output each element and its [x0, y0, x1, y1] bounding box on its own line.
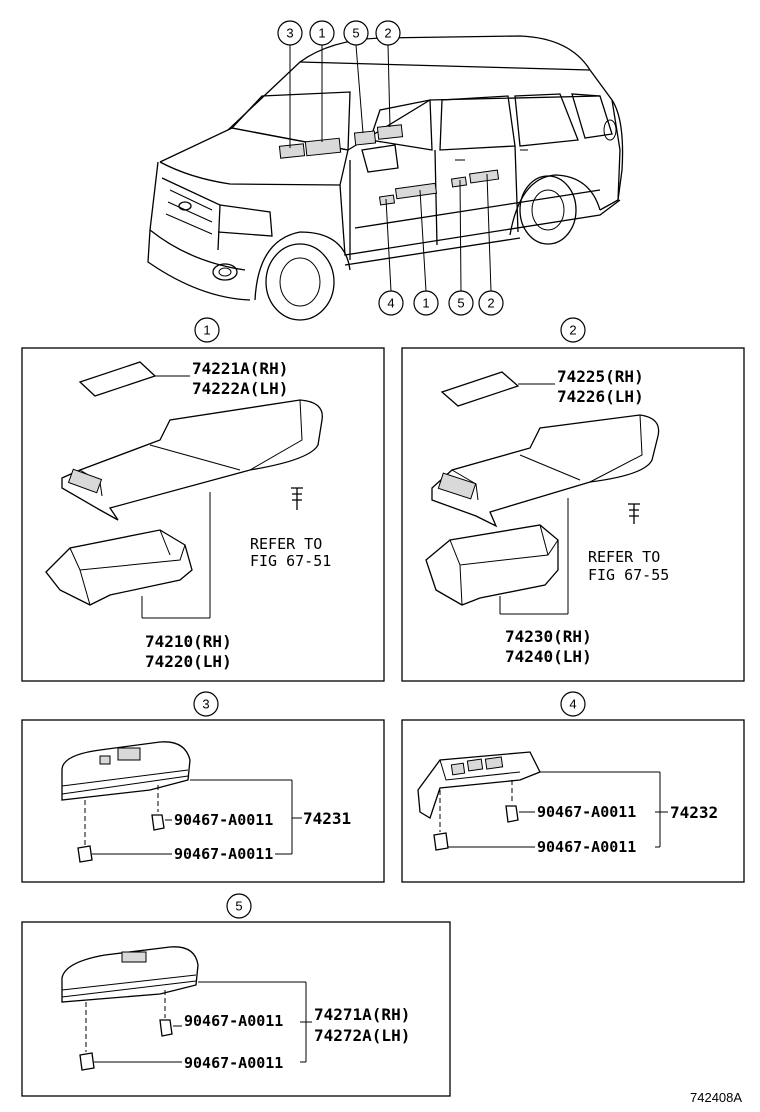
cover-lh-part-number: 74226(LH) [557, 387, 644, 406]
base-rh-part-number: 74230(RH) [505, 627, 592, 646]
base-lh-part-number: 74220(LH) [145, 652, 232, 671]
base-rh-part-number: 74210(RH) [145, 632, 232, 651]
armrest-tray-part [45, 529, 193, 606]
refer-to-label-2: REFER TO [588, 548, 660, 566]
refer-figure-label-2: FIG 67-55 [588, 566, 669, 584]
clip-bottom-part [77, 845, 93, 863]
switch-cover-part [440, 371, 520, 407]
callout-5-bottom-label: 5 [457, 296, 464, 311]
armrest-base-part [61, 399, 323, 521]
assembly-rh-part-number: 74271A(RH) [314, 1005, 410, 1024]
panel-2-callout: 2 [560, 317, 586, 343]
panel-3-callout: 3 [193, 691, 219, 717]
armrest-tray-part [425, 524, 559, 606]
assembly-part-number: 74232 [670, 803, 718, 822]
panel-2-frame [401, 347, 745, 682]
panel-4-callout-label: 4 [569, 697, 576, 712]
callout-2-bottom [478, 290, 504, 316]
callout-2-bottom-label: 2 [487, 296, 494, 311]
callout-3-top-label: 3 [286, 26, 293, 41]
clip-bottom-part-number: 90467-A0011 [537, 838, 636, 856]
cover-lh-part-number: 74222A(LH) [192, 379, 288, 398]
panel-5-callout: 5 [226, 893, 252, 919]
cover-rh-part-number: 74225(RH) [557, 367, 644, 386]
panel-1-callout-label: 1 [203, 323, 210, 338]
vehicle-illustration [147, 35, 624, 321]
panel-5: 5 90467-A0011 90467-A0011 74271A(RH) 742… [21, 893, 451, 1097]
armrest-base-part [431, 414, 660, 528]
panel-2: 2 74225(RH) 74226(LH) REFER TO FIG 67-55… [401, 317, 745, 682]
panel-3-callout-label: 3 [202, 697, 209, 712]
clip-top-part [151, 814, 165, 831]
callout-2-top-label: 2 [384, 26, 391, 41]
callout-1-bottom-label: 1 [422, 296, 429, 311]
callout-3-top [277, 20, 303, 46]
vehicle-switch-parts [278, 124, 500, 206]
callout-4-bottom-label: 4 [387, 296, 394, 311]
assembly-part-number: 74231 [303, 809, 351, 828]
figure-id-label: 742408A [690, 1090, 742, 1105]
panel-5-frame [21, 921, 451, 1097]
clip-top-part-number: 90467-A0011 [537, 803, 636, 821]
callout-5-bottom [448, 290, 474, 316]
refer-figure-label-1: FIG 67-51 [250, 552, 331, 570]
callout-2-top [375, 20, 401, 46]
clip-bottom-part [433, 832, 449, 851]
panel-5-callout-label: 5 [235, 899, 242, 914]
vehicle-callouts-bottom: 4 1 5 2 [378, 290, 504, 316]
panel-3: 3 90467-A0011 90467-A0011 74231 [21, 691, 385, 883]
base-lh-part-number: 74240(LH) [505, 647, 592, 666]
panel-1-frame [21, 347, 385, 682]
refer-to-label-1: REFER TO [250, 535, 322, 553]
callout-5-top [343, 20, 369, 46]
vehicle-callouts-top: 3 1 5 2 [277, 20, 401, 46]
panel-3-frame [21, 719, 385, 883]
clip-bottom-part [79, 1052, 95, 1071]
cover-rh-part-number: 74221A(RH) [192, 359, 288, 378]
callout-4-bottom [378, 290, 404, 316]
assembly-lh-part-number: 74272A(LH) [314, 1026, 410, 1045]
panel-4: 4 90467-A0011 90467-A0011 74232 [401, 691, 745, 883]
callout-1-bottom [413, 290, 439, 316]
panel-2-callout-label: 2 [569, 323, 576, 338]
panel-4-callout: 4 [560, 691, 586, 717]
clip-bottom-part-number: 90467-A0011 [184, 1054, 283, 1072]
clip-top-part [505, 805, 519, 823]
callout-1-top-label: 1 [318, 26, 325, 41]
clip-bottom-part-number: 90467-A0011 [174, 845, 273, 863]
callout-1-top [309, 20, 335, 46]
switch-base-part [417, 751, 541, 819]
callout-5-top-label: 5 [352, 26, 359, 41]
clip-top-part [159, 1019, 173, 1037]
clip-top-part-number: 90467-A0011 [184, 1012, 283, 1030]
switch-base-part [61, 946, 199, 1003]
panel-4-frame [401, 719, 745, 883]
vehicle-leader-lines [289, 44, 492, 292]
clip-top-part-number: 90467-A0011 [174, 811, 273, 829]
switch-cover-part [78, 361, 157, 397]
panel-1-callout: 1 [194, 317, 220, 343]
panel-1: 1 74221A(RH) 74222A(LH) REFER TO FIG 67-… [21, 317, 385, 682]
